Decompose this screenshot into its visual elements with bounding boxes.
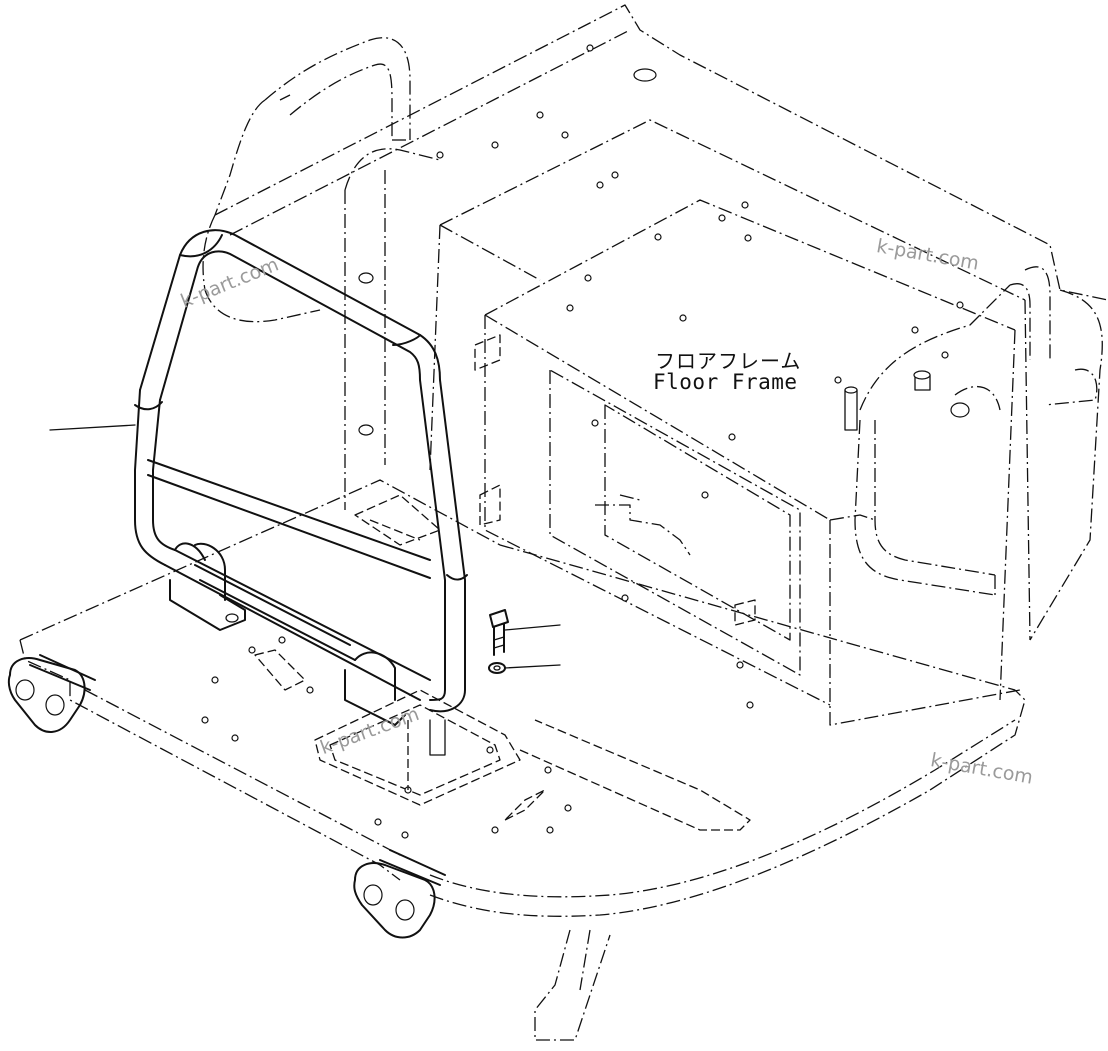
right-handrail-phantom	[854, 266, 1098, 596]
hinge-right	[353, 849, 446, 939]
rear-handrail-phantom	[264, 37, 411, 141]
part-label-english: Floor Frame	[653, 370, 798, 394]
washer	[488, 662, 561, 674]
floor-frame-outline	[19, 4, 1108, 1041]
bosses	[358, 68, 970, 756]
part-label-japanese: フロアフレーム	[655, 349, 802, 373]
hinge-left	[7, 654, 96, 733]
mounting-holes	[201, 44, 964, 839]
handrail-leader	[49, 424, 136, 431]
bolt	[489, 609, 561, 656]
front-handrail	[134, 229, 468, 726]
